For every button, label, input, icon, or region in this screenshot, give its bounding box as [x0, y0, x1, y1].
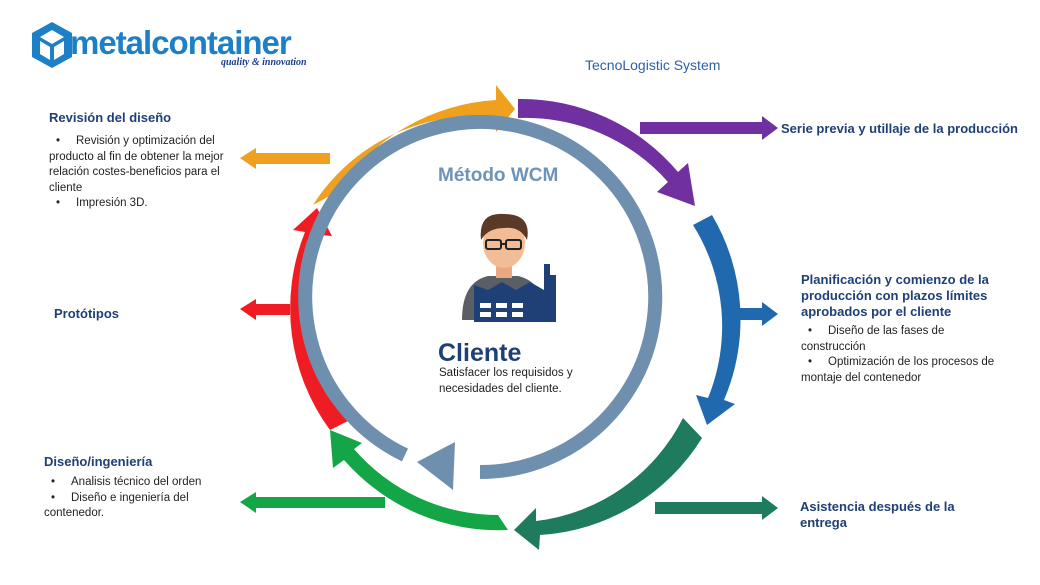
list-item: •Analisis técnico del orden [51, 476, 202, 488]
stage-prototipos-title: Protótipos [54, 306, 119, 321]
arrow-serie [640, 116, 778, 140]
list-item: •Diseño de las fases de construcción [801, 325, 945, 353]
arrow-planificacion [730, 302, 778, 326]
stage-asistencia-title: Asistencia después de la entrega [800, 499, 955, 530]
arc-segment-purple [518, 98, 695, 206]
arrow-revision [240, 148, 330, 169]
arc-segment-green [330, 430, 508, 531]
logo-wordmark: metalcontainer [70, 24, 292, 61]
stage-revision-title: Revisión del diseño [49, 110, 172, 125]
center-description: Satisfacer los requisidos y necesidades … [439, 367, 573, 395]
list-item: •Impresión 3D. [56, 197, 148, 209]
arrow-asistencia [655, 496, 778, 520]
list-item: •Optimización de los procesos de montaje… [801, 356, 995, 384]
stage-revision: Revisión del diseño •Revisión y optimiza… [49, 110, 239, 212]
system-label: TecnoLogistic System [585, 57, 721, 73]
arc-segment-dark-green [514, 418, 702, 550]
arrow-prototipos [240, 299, 290, 320]
logo-tagline: quality & innovation [221, 57, 307, 68]
center-title: Cliente [438, 339, 522, 367]
arrow-diseno [240, 492, 385, 513]
inner-ring-arrowhead [417, 442, 455, 490]
list-item: •Diseño e ingeniería del contenedor. [44, 491, 189, 520]
stage-planificacion-title: Planificación y comienzo de la producció… [801, 272, 989, 319]
arc-segment-blue [693, 215, 741, 425]
list-item: •Revisión y optimización del producto al… [49, 135, 224, 194]
arc-segment-orange [313, 85, 515, 205]
inner-ring [298, 115, 663, 479]
method-label: Método WCM [438, 165, 559, 186]
stage-revision-bullets: •Revisión y optimización del producto al… [49, 134, 239, 212]
stage-diseno-title: Diseño/ingeniería [44, 454, 153, 469]
customer-factory-icon [462, 213, 556, 322]
stage-diseno-bullets: •Analisis técnico del orden •Diseño e in… [44, 475, 219, 522]
stage-serie-title: Serie previa y utillaje de la producción [781, 121, 1018, 136]
stage-planificacion: Planificación y comienzo de la producció… [801, 272, 1001, 386]
stage-diseno: Diseño/ingeniería •Analisis técnico del … [44, 454, 219, 522]
stage-planificacion-bullets: •Diseño de las fases de construcción •Op… [801, 324, 1001, 386]
logo-cube-icon [32, 22, 72, 68]
